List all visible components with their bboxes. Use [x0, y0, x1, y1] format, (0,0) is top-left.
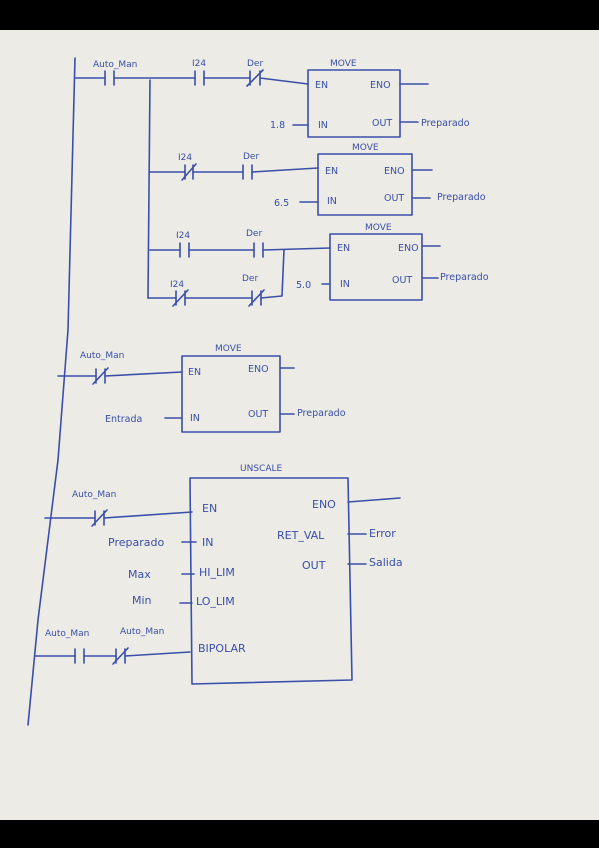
move-block: [307, 69, 401, 138]
contact-label: I24: [178, 153, 192, 163]
move-block: [181, 355, 281, 433]
contact-nc: [181, 163, 197, 181]
out-label: Preparado: [421, 118, 470, 129]
move-block: [317, 153, 413, 216]
in-value: 6.5: [274, 198, 289, 209]
branch-rail: [147, 79, 151, 299]
pin-en: EN: [202, 502, 217, 515]
retval-label: Error: [369, 527, 396, 540]
contact-nc: [248, 289, 265, 307]
pin-out: OUT: [384, 193, 404, 204]
in-value: 1.8: [270, 120, 285, 131]
pin-eno: ENO: [384, 166, 405, 177]
block-title: MOVE: [352, 143, 379, 153]
contact-label: I24: [170, 280, 184, 290]
pin-out: OUT: [302, 559, 326, 572]
contact-label: Der: [242, 274, 258, 284]
paper-sheet: [0, 30, 599, 820]
pin-in: IN: [318, 120, 328, 131]
rung-5: Auto_Man Auto_Man Auto_Man UNSCALE EN IN…: [34, 464, 403, 685]
contact-no: [194, 70, 205, 86]
pin-en: EN: [315, 80, 328, 91]
rung-4: Auto_Man MOVE EN ENO IN OUT Entrada Prep…: [57, 344, 346, 433]
contact-nc: [92, 367, 109, 385]
contact-label: Der: [246, 229, 262, 239]
rung-2: I24 Der MOVE EN ENO IN OUT 6.5 Preparado: [149, 143, 486, 216]
pin-eno: ENO: [398, 243, 419, 254]
unscale-block: [189, 477, 353, 685]
pin-eno: ENO: [248, 364, 269, 375]
lo-label: Min: [132, 594, 152, 607]
pin-in: IN: [190, 413, 200, 424]
contact-label: Auto_Man: [93, 60, 137, 70]
contact-label: Der: [247, 59, 263, 69]
block-title: MOVE: [330, 59, 357, 69]
in-value: 5.0: [296, 280, 311, 291]
contact-no: [242, 164, 253, 180]
block-title: MOVE: [365, 223, 392, 233]
out-label: Preparado: [297, 408, 346, 419]
pin-in: IN: [202, 536, 213, 549]
contact-no: [74, 648, 85, 664]
contact-nc: [172, 289, 189, 307]
pin-ret-val: RET_VAL: [277, 529, 325, 542]
rung-1: Auto_Man I24 Der MOVE EN ENO IN OUT 1.8 …: [74, 59, 470, 138]
contact-no: [104, 70, 115, 86]
pin-bipolar: BIPOLAR: [198, 642, 246, 655]
contact-label: Der: [243, 152, 259, 162]
pin-en: EN: [325, 166, 338, 177]
pin-eno: ENO: [312, 498, 336, 511]
block-title: UNSCALE: [240, 464, 282, 474]
out-label: Preparado: [437, 192, 486, 203]
out-label: Salida: [369, 556, 403, 569]
pin-out: OUT: [392, 275, 412, 286]
pin-out: OUT: [248, 409, 268, 420]
contact-no: [253, 242, 264, 258]
contact-label: I24: [192, 59, 206, 69]
pin-hi-lim: HI_LIM: [199, 566, 235, 579]
pin-lo-lim: LO_LIM: [196, 595, 235, 608]
pin-out: OUT: [372, 118, 392, 129]
contact-nc: [91, 509, 108, 527]
contact-label: Auto_Man: [72, 490, 116, 500]
contact-label: Auto_Man: [80, 351, 124, 361]
in-label: Preparado: [108, 536, 164, 549]
contact-label: I24: [176, 231, 190, 241]
pin-in: IN: [327, 196, 337, 207]
move-block: [329, 233, 423, 301]
in-label: Entrada: [105, 414, 142, 425]
pin-eno: ENO: [370, 80, 391, 91]
rung-3: I24 Der I24 Der MOVE EN ENO IN OUT 5.0 P…: [147, 223, 489, 307]
block-title: MOVE: [215, 344, 242, 354]
contact-no: [179, 242, 190, 258]
contact-label: Auto_Man: [45, 629, 89, 639]
contact-nc: [112, 647, 129, 665]
left-power-rail: [27, 57, 76, 726]
pin-en: EN: [188, 367, 201, 378]
contact-nc: [246, 69, 264, 87]
out-label: Preparado: [440, 272, 489, 283]
pin-in: IN: [340, 279, 350, 290]
pin-en: EN: [337, 243, 350, 254]
hi-label: Max: [128, 568, 151, 581]
contact-label: Auto_Man: [120, 627, 164, 637]
